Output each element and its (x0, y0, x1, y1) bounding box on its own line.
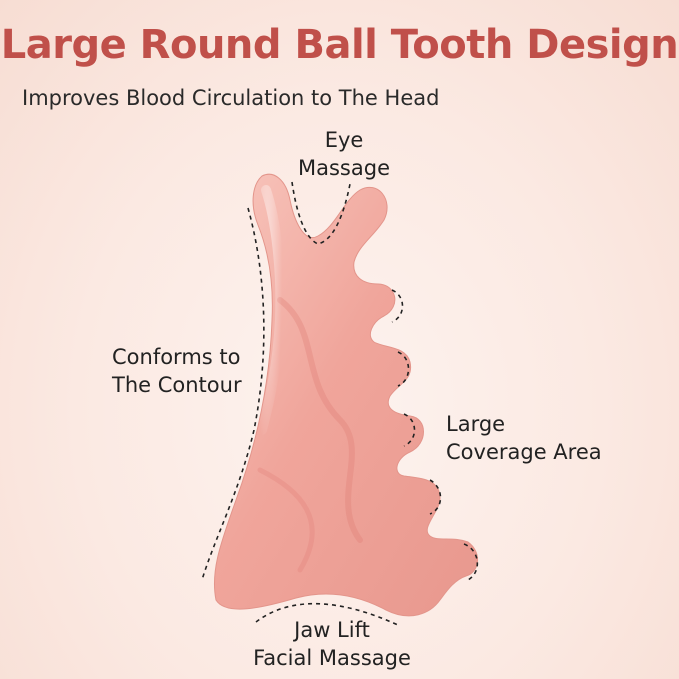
eye-guide (291, 181, 351, 245)
subheadline: Improves Blood Circulation to The Head (22, 86, 440, 110)
contour-guide (201, 207, 265, 581)
headline: Large Round Ball Tooth Design (0, 22, 679, 68)
tooth-guide (397, 351, 410, 387)
callout-jaw-lift: Jaw Lift Facial Massage (232, 616, 432, 672)
dashed-guides (201, 181, 479, 627)
gloss-highlight (257, 185, 286, 435)
callout-eye-massage: Eye Massage (284, 126, 404, 182)
callout-large-coverage: Large Coverage Area (446, 410, 602, 466)
jaw-guide (255, 602, 401, 627)
callout-eye-line1: Eye (324, 128, 364, 152)
callout-conforms-contour: Conforms to The Contour (112, 343, 242, 399)
callout-contour-line2: The Contour (112, 373, 242, 397)
callout-jaw-line1: Jaw Lift (294, 618, 370, 642)
tooth-guide (463, 543, 479, 581)
marble-vein (257, 467, 315, 573)
callout-contour-line1: Conforms to (112, 345, 241, 369)
callout-coverage-line1: Large (446, 412, 506, 436)
gua-sha-tool (213, 173, 478, 617)
callout-jaw-line2: Facial Massage (253, 646, 411, 670)
tooth-guide (429, 479, 442, 515)
tooth-guide (403, 413, 416, 447)
marble-vein (277, 297, 363, 543)
callout-eye-line2: Massage (298, 156, 390, 180)
callout-coverage-line2: Coverage Area (446, 440, 602, 464)
tooth-guide (391, 289, 404, 323)
